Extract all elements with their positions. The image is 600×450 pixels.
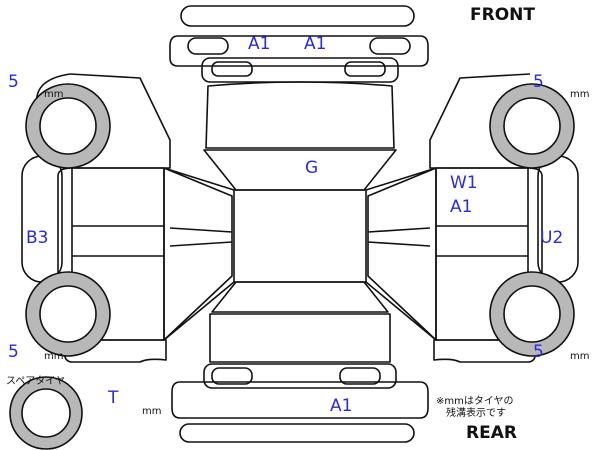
rear-bumper-code: A1 <box>330 396 353 416</box>
rear-bumper-upper <box>171 381 429 419</box>
unit-rear-left: mm <box>44 351 64 362</box>
trunk <box>209 313 391 363</box>
left-code-b3: B3 <box>26 228 49 248</box>
tire-front-left <box>25 83 111 169</box>
tire-depth-front-right: 5 <box>533 72 544 92</box>
right-side-strip <box>537 155 579 283</box>
front-label: FRONT <box>470 5 535 25</box>
right-glass <box>367 167 437 341</box>
left-side-strip <box>21 155 63 283</box>
front-panel <box>169 35 429 67</box>
unit-front-left: mm <box>44 89 64 100</box>
note-line-2: 残溝表示です <box>446 408 506 419</box>
fog-left <box>211 61 253 77</box>
unit-rear-right: mm <box>570 351 590 362</box>
tire-rear-right <box>489 271 575 357</box>
rear-bumper-lower <box>179 423 415 443</box>
right-code-a1: A1 <box>450 197 473 217</box>
unit-front-right: mm <box>570 89 590 100</box>
rear-label: REAR <box>466 423 517 443</box>
front-bumper <box>180 5 415 27</box>
rear-glass <box>211 281 389 313</box>
left-glass <box>163 167 233 341</box>
right-code-u2: U2 <box>540 228 564 248</box>
tire-depth-rear-right: 5 <box>533 342 544 362</box>
headlight-right <box>369 37 411 55</box>
right-code-w1: W1 <box>450 173 478 193</box>
note-line-1: ※mmはタイヤの <box>436 396 514 407</box>
spare-tire-label: スペアタイヤ <box>6 376 65 387</box>
headlight-left <box>187 37 229 55</box>
tire-depth-front-left: 5 <box>8 72 19 92</box>
tire-spare <box>9 376 83 450</box>
taillight-left <box>211 367 253 385</box>
windshield <box>203 149 397 191</box>
hood-code-left: A1 <box>248 34 271 54</box>
tire-depth-rear-left: 5 <box>8 342 19 362</box>
taillight-right <box>339 367 381 385</box>
unit-spare: mm <box>142 406 162 417</box>
windshield-code: G <box>305 158 319 178</box>
roof <box>233 189 367 283</box>
fog-right <box>344 61 386 77</box>
hood-code-right: A1 <box>304 34 327 54</box>
tire-front-right <box>489 83 575 169</box>
tire-rear-left <box>25 271 111 357</box>
hood <box>205 81 395 149</box>
spare-code-t: T <box>108 388 119 408</box>
rear-panel <box>203 363 397 389</box>
